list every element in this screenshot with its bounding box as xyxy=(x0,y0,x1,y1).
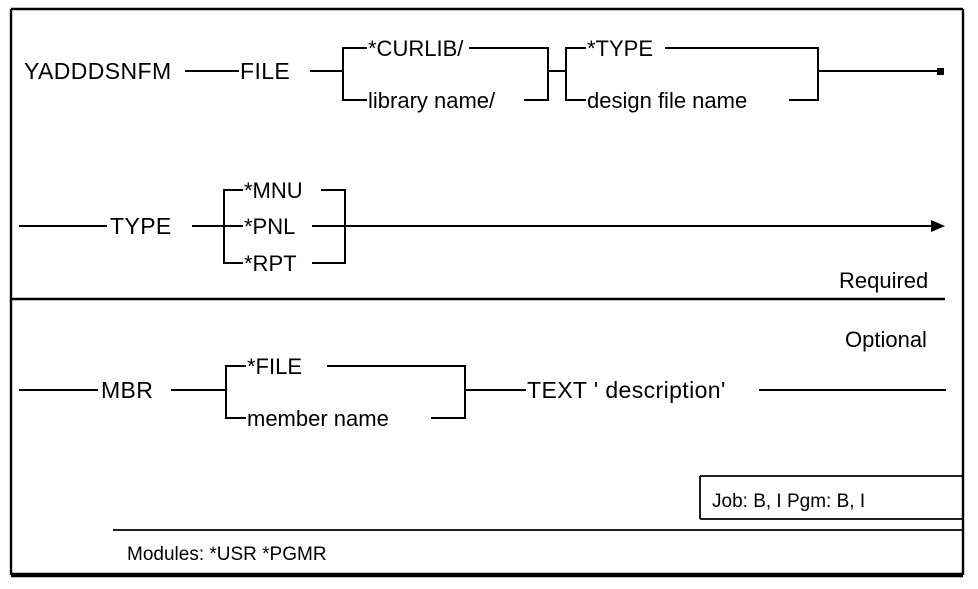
option-rpt-label: *RPT xyxy=(244,251,297,276)
row-type: TYPE *MNU *PNL *RPT xyxy=(19,178,945,276)
option-member-name-label: member name xyxy=(247,406,389,431)
job-pgm-text: Job: B, I Pgm: B, I xyxy=(712,491,865,512)
option-library-name-label: library name/ xyxy=(368,88,496,113)
modules-row: Modules: *USR *PGMR xyxy=(113,529,963,565)
keyword-mbr-label: MBR xyxy=(101,377,153,403)
job-pgm-box: Job: B, I Pgm: B, I xyxy=(699,475,963,520)
option-file-label: *FILE xyxy=(247,354,302,379)
row-type-terminator-arrow xyxy=(931,220,945,232)
keyword-text-label: TEXT ' description' xyxy=(527,377,726,403)
keyword-type-label: TYPE xyxy=(110,213,172,239)
outer-frame xyxy=(9,7,965,578)
row-file: YADDDSNFM FILE *CURLIB/ library name/ xyxy=(24,36,944,113)
command-name-label: YADDDSNFM xyxy=(24,58,172,84)
keyword-file-label: FILE xyxy=(240,58,290,84)
option-design-file-name-label: design file name xyxy=(587,88,747,113)
group-type-value: *MNU *PNL *RPT xyxy=(223,178,346,276)
section-label-optional: Optional xyxy=(845,327,927,352)
option-curlib-label: *CURLIB/ xyxy=(368,36,464,61)
group-library-qualifier: *CURLIB/ library name/ xyxy=(342,36,567,113)
group-member-value: *FILE member name xyxy=(225,354,466,431)
section-label-required: Required xyxy=(839,268,928,293)
group-file-name: *TYPE design file name xyxy=(565,36,819,113)
modules-text: Modules: *USR *PGMR xyxy=(127,544,327,565)
row-file-terminator xyxy=(937,68,944,75)
row-mbr: MBR *FILE member name TEXT ' description… xyxy=(19,354,946,431)
option-pnl-label: *PNL xyxy=(244,214,295,239)
option-mnu-label: *MNU xyxy=(244,178,303,203)
option-type-label: *TYPE xyxy=(587,36,653,61)
